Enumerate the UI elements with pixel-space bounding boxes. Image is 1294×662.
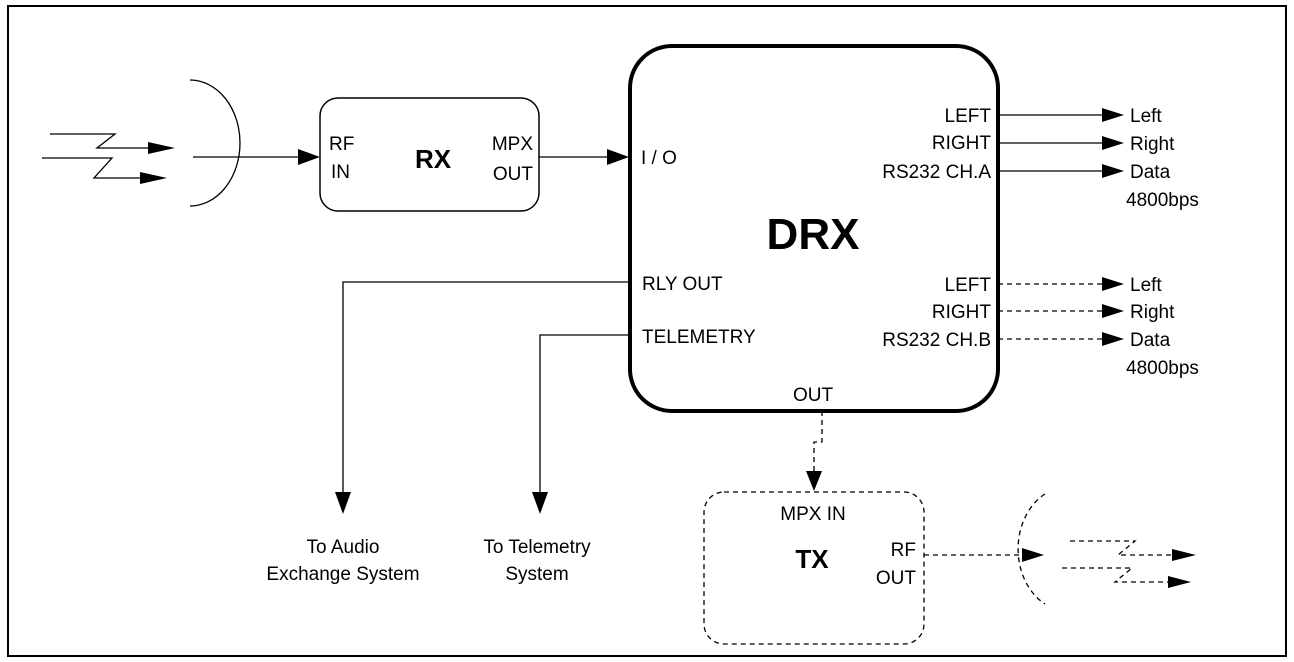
telemetry-destination-line1: To Telemetry xyxy=(483,537,591,558)
outputs-group-a: Left Right Data 4800bps xyxy=(998,106,1199,211)
transmit-antenna xyxy=(1017,493,1196,605)
drx-rs232-b-label: RS232 CH.B xyxy=(882,330,991,351)
incoming-signal-lower-icon xyxy=(42,157,140,179)
output-a-data: Data xyxy=(1130,162,1171,183)
drx-right-b-label: RIGHT xyxy=(932,302,992,323)
output-a-right: Right xyxy=(1130,134,1175,155)
drx-rs232-a-label: RS232 CH.A xyxy=(882,162,991,183)
rx-output-label-top: MPX xyxy=(492,134,534,155)
audio-destination-line1: To Audio xyxy=(307,537,380,558)
rx-box xyxy=(319,97,540,212)
drx-out-label: OUT xyxy=(793,385,834,406)
rx-input-label-bottom: IN xyxy=(331,162,350,183)
outer-frame xyxy=(7,5,1287,657)
rx-output-label-bottom: OUT xyxy=(493,164,534,185)
rx-title: RX xyxy=(415,144,452,174)
incoming-signal-upper-icon xyxy=(50,133,148,149)
outgoing-signal-lower-icon xyxy=(1062,567,1168,583)
outputs-group-b: Left Right Data 4800bps xyxy=(998,275,1199,379)
outgoing-signal-upper-icon xyxy=(1070,540,1172,556)
rx-input-label-top: RF xyxy=(329,134,354,155)
drx-to-tx-line xyxy=(813,411,823,471)
tx-output-label-top: RF xyxy=(891,540,916,561)
output-a-rate: 4800bps xyxy=(1126,190,1199,211)
audio-destination-line2: Exchange System xyxy=(266,564,419,585)
output-b-data: Data xyxy=(1130,330,1171,351)
rx-block: RF IN RX MPX OUT xyxy=(319,97,540,212)
drx-title: DRX xyxy=(767,210,860,259)
transmit-dish-icon xyxy=(1017,493,1046,605)
drx-telemetry-label: TELEMETRY xyxy=(642,327,756,348)
tx-block: MPX IN TX RF OUT xyxy=(703,491,925,645)
telemetry-destination-line2: System xyxy=(505,564,568,585)
tx-box xyxy=(703,491,925,645)
drx-io-label: I / O xyxy=(641,148,677,169)
telemetry-path xyxy=(532,334,630,514)
output-b-right: Right xyxy=(1130,302,1175,323)
tx-output-label-bottom: OUT xyxy=(876,568,917,589)
output-a-left: Left xyxy=(1130,106,1162,127)
tx-input-label: MPX IN xyxy=(780,504,845,525)
tx-title: TX xyxy=(795,544,829,574)
drx-block: I / O DRX LEFT RIGHT RS232 CH.A LEFT RIG… xyxy=(628,44,1000,413)
drx-right-a-label: RIGHT xyxy=(932,133,992,154)
drx-box xyxy=(628,44,1000,413)
relay-path xyxy=(335,281,630,514)
receive-antenna xyxy=(42,79,241,207)
drx-left-a-label: LEFT xyxy=(945,106,992,127)
drx-relay-label: RLY OUT xyxy=(642,274,723,295)
receive-dish-icon xyxy=(189,79,241,207)
drx-left-b-label: LEFT xyxy=(945,275,992,296)
output-b-left: Left xyxy=(1130,275,1162,296)
output-b-rate: 4800bps xyxy=(1126,358,1199,379)
